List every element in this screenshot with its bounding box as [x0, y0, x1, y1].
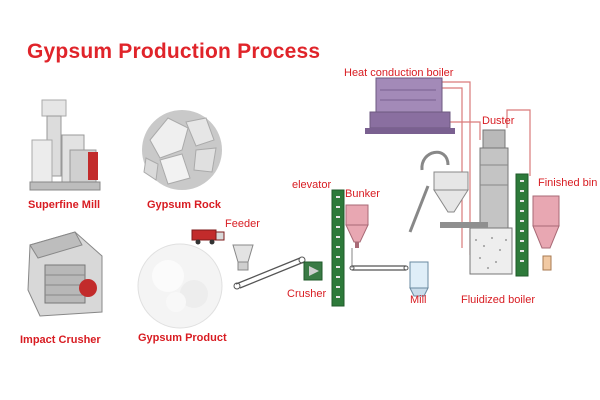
duster-label: Duster — [482, 115, 515, 127]
elevator-label: elevator — [292, 179, 332, 191]
gypsum-rock-caption: Gypsum Rock — [147, 199, 221, 211]
crusher-unit — [303, 261, 323, 281]
truck — [191, 229, 225, 245]
cyclone-collector — [408, 150, 488, 233]
superfine-mill-caption: Superfine Mill — [28, 199, 101, 211]
bunker-label: Bunker — [345, 188, 380, 200]
feeder-label: Feeder — [225, 218, 260, 230]
fluidized-boiler — [469, 227, 513, 275]
heat-conduction-boiler — [365, 77, 455, 134]
feeder — [232, 244, 254, 271]
finished-bin-label: Finished bin — [538, 177, 598, 189]
impact-crusher-image — [27, 231, 103, 317]
mill-label: Mill — [410, 294, 427, 306]
belt-conveyor-mill — [349, 265, 409, 271]
gypsum-product-caption: Gypsum Product — [138, 332, 227, 344]
heat-boiler-label: Heat conduction boiler — [344, 67, 454, 79]
bunker — [345, 204, 369, 248]
fluidized-boiler-label: Fluidized boiler — [461, 294, 535, 306]
gypsum-rock-image — [142, 110, 222, 190]
superfine-mill-image — [29, 99, 101, 191]
mill-machine — [409, 261, 429, 297]
bucket-elevator-left — [331, 189, 345, 307]
crusher-label: Crusher — [287, 288, 327, 300]
page-title: Gypsum Production Process — [27, 40, 321, 63]
bucket-elevator-right — [515, 173, 529, 277]
gypsum-product-image — [137, 243, 223, 329]
duster-tower — [479, 129, 509, 229]
finished-bin — [532, 195, 560, 271]
belt-conveyor-main — [233, 256, 306, 290]
impact-crusher-caption: Impact Crusher — [20, 334, 101, 346]
